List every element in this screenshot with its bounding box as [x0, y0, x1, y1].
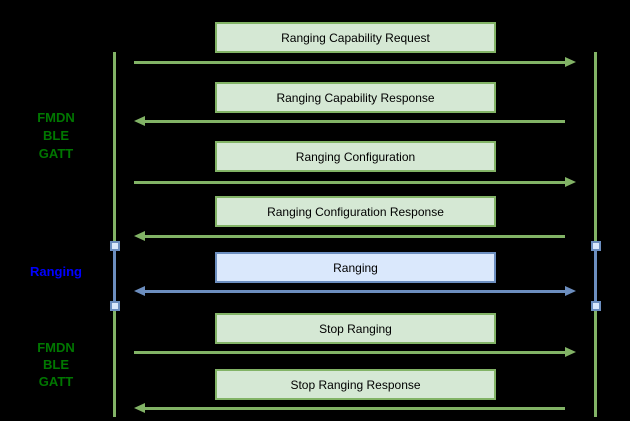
message-box: Ranging Configuration — [215, 141, 496, 172]
side-label-ranging: Ranging — [0, 263, 112, 281]
arrowhead-right-icon — [565, 57, 576, 67]
message-box: Ranging Configuration Response — [215, 196, 496, 227]
side-label-line: BLE — [43, 357, 69, 372]
message-arrow — [134, 177, 576, 187]
side-label-line: GATT — [38, 146, 74, 161]
lifeline-right-node-square — [590, 241, 601, 251]
lifeline-left-node-square — [109, 241, 120, 251]
arrow-line — [144, 406, 565, 410]
message-arrow — [134, 347, 576, 357]
side-label-line: Ranging — [30, 264, 82, 279]
arrowhead-left-icon — [134, 286, 145, 296]
lifeline-left-node-square — [109, 301, 120, 311]
arrowhead-left-icon — [134, 403, 145, 413]
lifeline-right-ranging-segment — [594, 246, 597, 307]
side-label-line: GATT — [38, 374, 74, 389]
arrow-line — [144, 119, 565, 123]
side-label-line: BLE — [43, 128, 69, 143]
message-box: Stop Ranging Response — [215, 369, 496, 400]
arrow-line — [134, 180, 566, 184]
lifeline-left-ranging-segment — [113, 246, 116, 307]
arrow-line — [134, 60, 566, 64]
message-arrow — [134, 286, 576, 296]
side-label-fmdn-ble-gatt-bottom: FMDN BLE GATT — [0, 339, 112, 390]
lifeline-right — [594, 52, 597, 417]
message-arrow — [134, 403, 576, 413]
lifeline-left — [113, 52, 116, 417]
message-box: Ranging Capability Request — [215, 22, 496, 53]
message-arrow — [134, 231, 576, 241]
message-box: Stop Ranging — [215, 313, 496, 344]
message-arrow — [134, 57, 576, 67]
arrowhead-right-icon — [565, 177, 576, 187]
lifeline-right-node-square — [590, 301, 601, 311]
side-label-line: FMDN — [37, 340, 75, 355]
arrow-line — [144, 289, 566, 293]
arrowhead-right-icon — [565, 286, 576, 296]
side-label-fmdn-ble-gatt-top: FMDN BLE GATT — [0, 109, 112, 163]
side-label-line: FMDN — [37, 110, 75, 125]
message-box: Ranging Capability Response — [215, 82, 496, 113]
arrowhead-left-icon — [134, 231, 145, 241]
arrowhead-right-icon — [565, 347, 576, 357]
arrow-line — [134, 350, 566, 354]
arrow-line — [144, 234, 565, 238]
arrowhead-left-icon — [134, 116, 145, 126]
message-arrow — [134, 116, 576, 126]
message-box: Ranging — [215, 252, 496, 283]
